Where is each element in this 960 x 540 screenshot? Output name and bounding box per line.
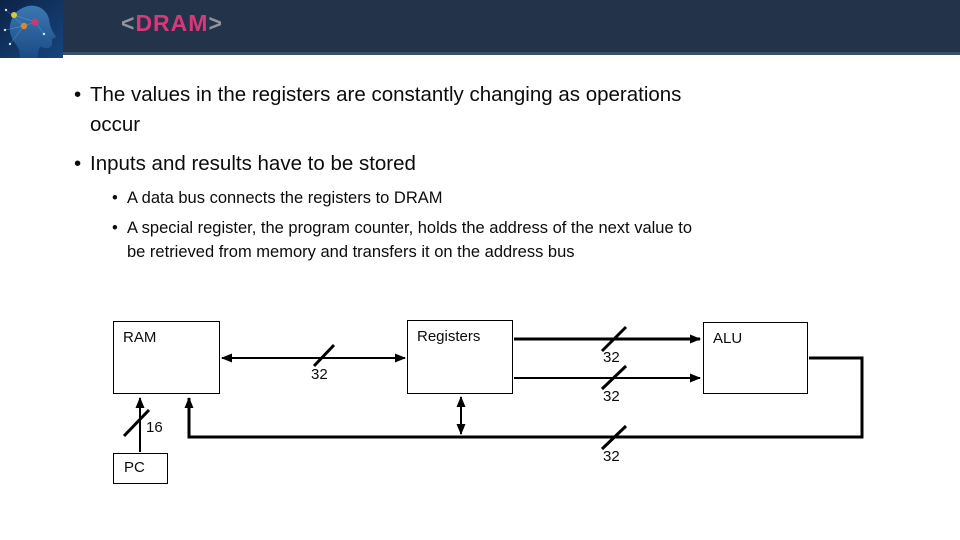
title-bracket-close: > bbox=[208, 10, 223, 36]
sub-bullet-item: • A special register, the program counte… bbox=[112, 216, 912, 264]
ram-box-label: RAM bbox=[123, 329, 157, 346]
registers-box: Registers bbox=[407, 320, 513, 394]
alu-box: ALU bbox=[703, 322, 808, 394]
sub-bullet-item: • A data bus connects the registers to D… bbox=[112, 186, 912, 210]
ram-box: RAM bbox=[113, 321, 220, 394]
alu-box-label: ALU bbox=[713, 330, 743, 347]
registers-box-label: Registers bbox=[417, 328, 481, 345]
bullet-text: A data bus connects the registers to DRA… bbox=[127, 189, 443, 207]
bus-width-label-registers-alu-bottom: 32 bbox=[603, 388, 620, 405]
bus-width-label-registers-alu-top: 32 bbox=[603, 349, 620, 366]
header-bar bbox=[0, 0, 960, 52]
bullet-text: Inputs and results have to be stored bbox=[90, 152, 416, 175]
bullet-item: • Inputs and results have to be stored bbox=[74, 149, 884, 179]
bullet-text: A special register, the program counter,… bbox=[127, 219, 693, 261]
page-title: <DRAM> bbox=[121, 10, 223, 37]
bus-width-label-feedback-bus: 32 bbox=[603, 448, 620, 465]
pc-box-label: PC bbox=[124, 459, 145, 476]
bullet-marker: • bbox=[74, 152, 82, 175]
bullet-text: The values in the registers are constant… bbox=[90, 83, 682, 136]
diagram-connections bbox=[122, 325, 864, 452]
title-bracket-open: < bbox=[121, 10, 136, 36]
ai-head-logo-icon bbox=[0, 0, 63, 58]
title-text: DRAM bbox=[135, 10, 209, 36]
bullet-marker: • bbox=[74, 83, 82, 106]
header-accent-line bbox=[0, 52, 960, 55]
bullet-marker: • bbox=[112, 219, 118, 237]
bullet-marker: • bbox=[112, 189, 118, 207]
bullet-item: • The values in the registers are consta… bbox=[74, 80, 884, 140]
pc-box: PC bbox=[113, 453, 168, 484]
bus-width-label-ram-registers: 32 bbox=[311, 366, 328, 383]
bus-width-label-pc-ram: 16 bbox=[146, 419, 163, 436]
